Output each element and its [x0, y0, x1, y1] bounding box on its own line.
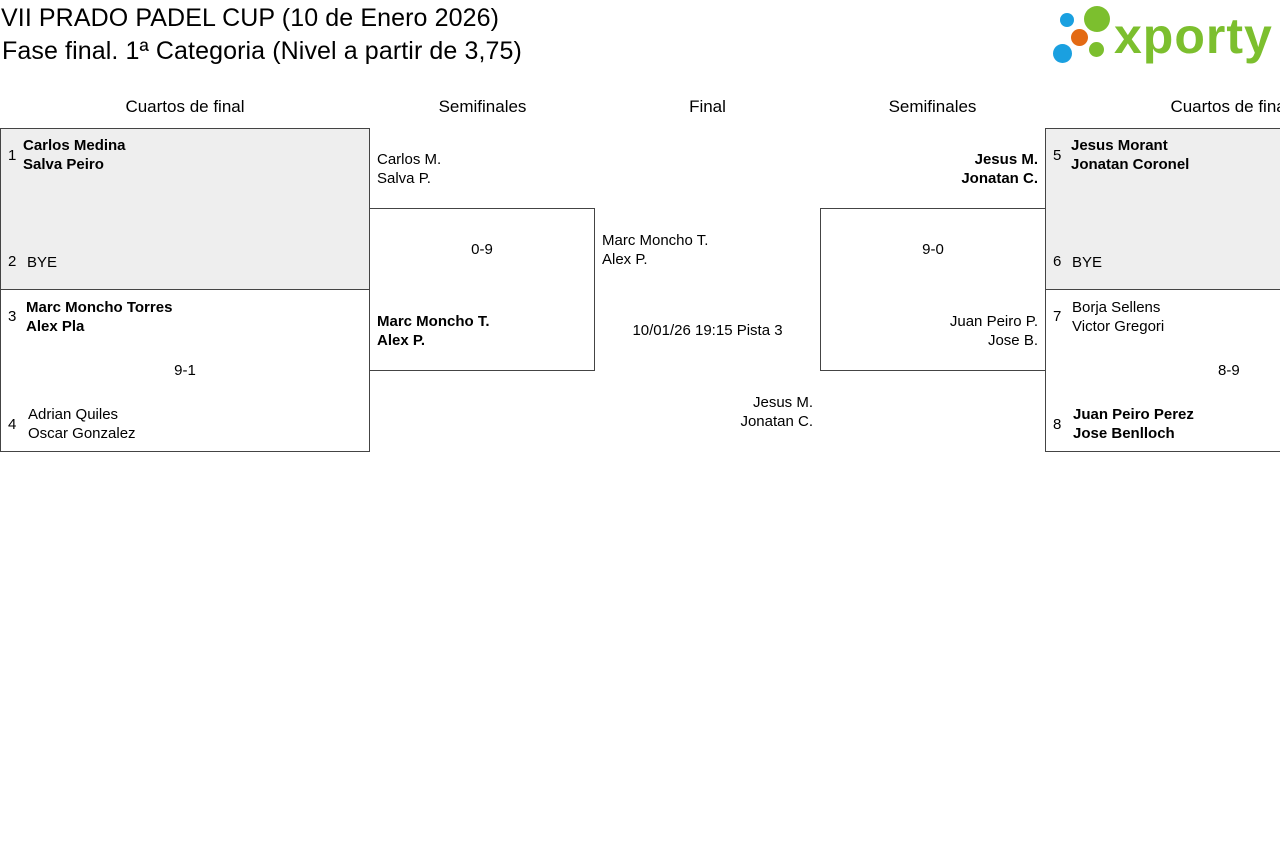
seed-number: 2 — [8, 253, 17, 270]
match-score: 9-0 — [922, 241, 944, 258]
player-name: Jesus Morant — [1071, 137, 1168, 154]
match-sf-left[interactable]: 0-9 Marc Moncho T. Alex P. — [369, 208, 595, 371]
xporty-logo: xporty — [1050, 4, 1280, 68]
player-name: Marc Moncho T. — [377, 313, 490, 330]
logo-wordmark: xporty — [1114, 8, 1273, 64]
match-score: 0-9 — [471, 241, 493, 258]
player-name: Marc Moncho Torres — [26, 299, 173, 316]
player-name: Jonatan Coronel — [1071, 156, 1190, 173]
player-name: Alex P. — [377, 332, 426, 349]
bye-label: BYE — [27, 254, 58, 271]
match-score: 9-1 — [174, 362, 196, 379]
match-sf-right[interactable]: 9-0 Juan Peiro P. Jose B. — [820, 208, 1046, 371]
seed-number: 4 — [8, 416, 17, 433]
player-name: Victor Gregori — [1072, 318, 1165, 335]
player-name: Alex Pla — [26, 318, 85, 335]
seed-number: 8 — [1053, 416, 1062, 433]
seed-number: 3 — [8, 308, 17, 325]
player-name: Jose B. — [987, 332, 1038, 349]
match-score: 8-9 — [1218, 362, 1240, 379]
player-name: Carlos Medina — [23, 137, 126, 154]
player-name: Jonatan C. — [740, 413, 813, 430]
round-header-sf-left: Semifinales — [438, 97, 527, 116]
match-qf1-left[interactable]: 1 Carlos Medina Salva Peiro 2 BYE — [0, 128, 370, 290]
player-name: Jose Benlloch — [1073, 425, 1175, 442]
logo-dot-blue — [1060, 13, 1074, 27]
round-header-qf-left: Cuartos de final — [125, 97, 245, 116]
player-name: Adrian Quiles — [28, 406, 119, 423]
seed-number: 1 — [8, 147, 17, 164]
match-qf2-left[interactable]: 3 Marc Moncho Torres Alex Pla 9-1 4 Adri… — [0, 289, 370, 452]
match-qf2-right[interactable]: 7 Borja Sellens Victor Gregori 8-9 8 Jua… — [1045, 289, 1280, 452]
round-header-qf-right: Cuartos de final — [1170, 97, 1280, 116]
match-qf1-right[interactable]: 5 Jesus Morant Jonatan Coronel 6 BYE — [1045, 128, 1280, 290]
player-name: Jesus M. — [974, 151, 1038, 168]
player-name: Oscar Gonzalez — [28, 425, 136, 442]
player-name: Salva Peiro — [23, 156, 104, 173]
seed-number: 7 — [1053, 308, 1062, 325]
round-header-final: Final — [689, 97, 726, 116]
logo-dot-blue-large — [1053, 44, 1072, 63]
player-name: Juan Peiro Perez — [1073, 406, 1194, 423]
player-name: Jonatan C. — [961, 170, 1038, 187]
tournament-title: VII PRADO PADEL CUP (10 de Enero 2026) — [1, 4, 500, 32]
round-header-sf-right: Semifinales — [888, 97, 977, 116]
seed-number: 5 — [1053, 147, 1062, 164]
player-name: Borja Sellens — [1072, 299, 1161, 316]
player-name: Alex P. — [602, 251, 648, 268]
logo-dot-green — [1084, 6, 1110, 32]
player-name: Salva P. — [377, 170, 431, 187]
logo-dot-green-small — [1089, 42, 1104, 57]
player-name: Carlos M. — [377, 151, 442, 168]
final-schedule: 10/01/26 19:15 Pista 3 — [632, 322, 783, 339]
seed-number: 6 — [1053, 253, 1062, 270]
player-name: Juan Peiro P. — [949, 313, 1038, 330]
phase-subtitle: Fase final. 1ª Categoria (Nivel a partir… — [2, 37, 522, 65]
player-name: Marc Moncho T. — [602, 232, 709, 249]
logo-dot-orange — [1071, 29, 1088, 46]
bye-label: BYE — [1072, 254, 1103, 271]
player-name: Jesus M. — [752, 394, 813, 411]
